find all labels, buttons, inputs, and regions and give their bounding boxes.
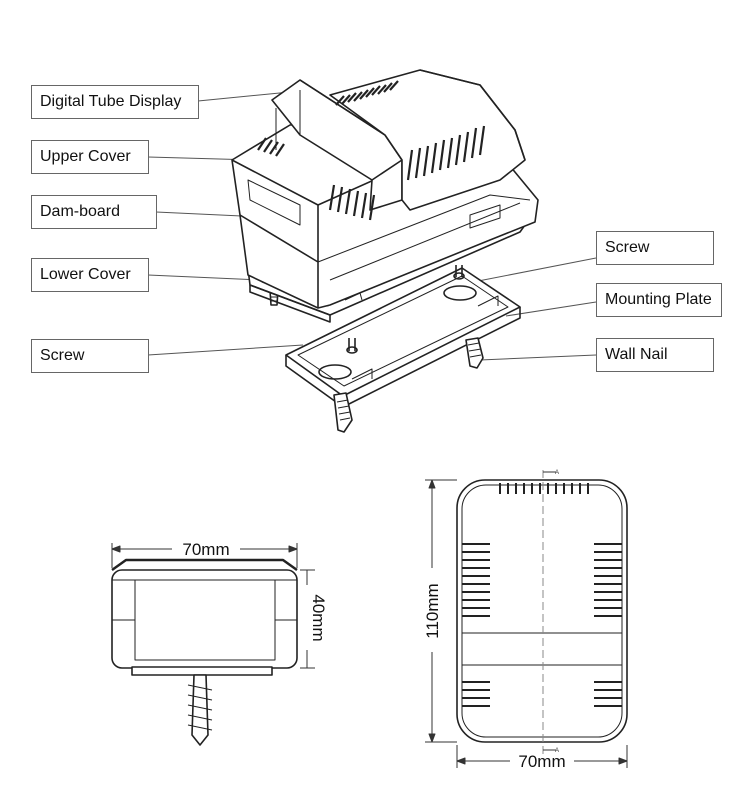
callout-upper-cover: Upper Cover: [31, 140, 149, 174]
callout-label: Lower Cover: [40, 266, 131, 283]
vent-slots: [257, 80, 486, 221]
section-mark-top: A: [555, 470, 559, 476]
side-height-dimension: 40mm: [309, 594, 328, 641]
side-width-dimension: 70mm: [182, 540, 229, 559]
callout-digital-tube-display: Digital Tube Display: [31, 85, 199, 119]
side-dimension-lines: [111, 543, 315, 669]
front-height-dimension: 110mm: [423, 583, 442, 638]
side-view-drawing: [111, 558, 298, 746]
callout-label: Screw: [605, 239, 650, 256]
callout-label: Screw: [40, 347, 85, 364]
mounting-plate-drawing: [285, 267, 521, 408]
callout-lower-cover: Lower Cover: [31, 258, 149, 292]
callout-label: Upper Cover: [40, 148, 131, 165]
callout-label: Dam-board: [40, 203, 121, 220]
front-width-dimension: 70mm: [518, 752, 565, 771]
wall-nail-drawings: [333, 337, 484, 433]
callout-label: Digital Tube Display: [40, 93, 182, 110]
callout-wall-nail: Wall Nail: [596, 338, 714, 372]
front-dimension-lines: [425, 471, 628, 768]
top-housing-drawing: [329, 69, 526, 211]
callout-screw-right: Screw: [596, 231, 714, 265]
callout-mounting-plate: Mounting Plate: [596, 283, 722, 317]
callout-label: Wall Nail: [605, 346, 668, 363]
front-view-drawing: [456, 470, 628, 755]
front-view-vent-slots: [462, 483, 622, 707]
callout-screw-left: Screw: [31, 339, 149, 373]
section-mark-bottom: A: [555, 748, 559, 754]
leader-lines: [147, 91, 597, 361]
callout-label: Mounting Plate: [605, 291, 712, 308]
callout-dam-board: Dam-board: [31, 195, 157, 229]
